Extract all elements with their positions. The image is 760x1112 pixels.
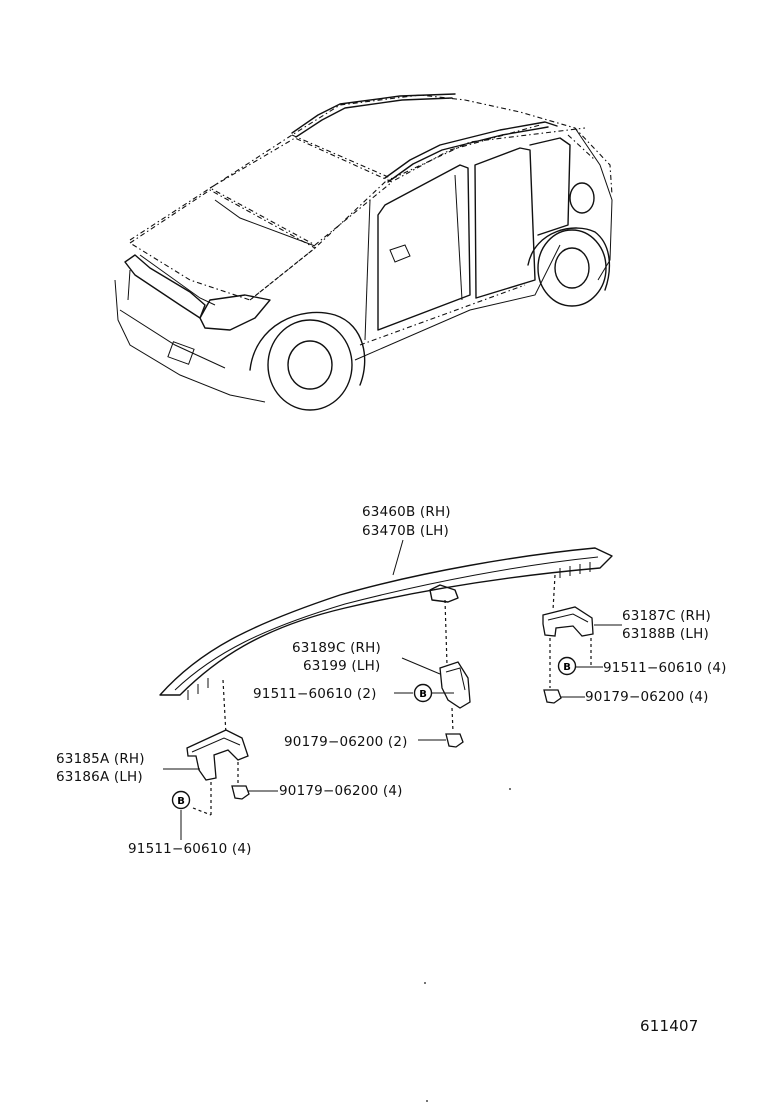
svg-text:B: B xyxy=(563,662,571,673)
center-nut-label: 90179−06200 (2) xyxy=(284,734,408,750)
b-badge-center: B xyxy=(413,683,433,703)
rail-rh-label: 63460B (RH) xyxy=(362,504,451,520)
rear-nut-label: 90179−06200 (4) xyxy=(585,689,709,705)
center-bracket-rh-label: 63189C (RH) xyxy=(292,640,381,656)
svg-text:B: B xyxy=(419,689,427,700)
rail-lh-label: 63470B (LH) xyxy=(362,523,449,539)
roof-rail xyxy=(159,547,613,700)
front-bracket xyxy=(186,679,250,816)
rear-bracket-rh-label: 63187C (RH) xyxy=(622,608,711,624)
b-badge-front: B xyxy=(171,790,191,810)
b-badge-rear: B xyxy=(557,656,577,676)
car-illustration xyxy=(114,93,613,411)
rear-bracket-lh-label: 63188B (LH) xyxy=(622,626,709,642)
front-nut-label: 90179−06200 (4) xyxy=(279,783,403,799)
figure-number: 611407 xyxy=(640,1017,699,1035)
svg-text:B: B xyxy=(177,796,185,807)
center-bracket-lh-label: 63199 (LH) xyxy=(303,658,381,674)
front-bracket-lh-label: 63186A (LH) xyxy=(56,769,143,785)
front-screw-label: 91511−60610 (4) xyxy=(128,841,252,857)
front-bracket-rh-label: 63185A (RH) xyxy=(56,751,145,767)
rear-bracket xyxy=(542,574,594,704)
center-screw-label: 91511−60610 (2) xyxy=(253,686,377,702)
rear-screw-label: 91511−60610 (4) xyxy=(603,660,727,676)
center-bracket xyxy=(439,599,471,748)
